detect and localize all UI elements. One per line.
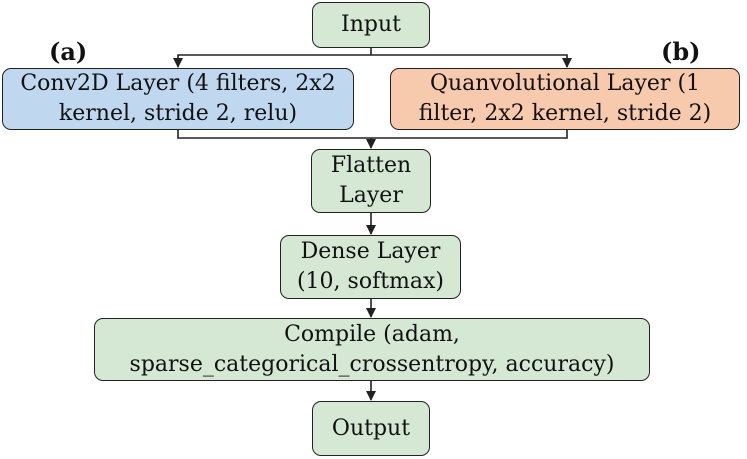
dense-layer-label-line1: Dense Layer — [300, 239, 441, 264]
quanvolutional-layer-label-line2: filter, 2x2 kernel, stride 2) — [418, 101, 712, 126]
output-node: Output — [312, 401, 430, 456]
quanvolutional-layer-label-line1: Quanvolutional Layer (1 — [429, 71, 701, 96]
conv2d-layer-node: Conv2D Layer (4 filters, 2x2 kernel, str… — [2, 68, 354, 130]
quanvolutional-layer-node: Quanvolutional Layer (1 filter, 2x2 kern… — [390, 68, 740, 130]
label-a: (a) — [49, 37, 88, 66]
conv2d-layer-label-line2: kernel, stride 2, relu) — [58, 101, 298, 126]
flatten-layer-label-line2: Layer — [339, 183, 403, 208]
dense-layer-node: Dense Layer (10, softmax) — [280, 235, 461, 299]
quanv-to-merge-line — [371, 130, 568, 139]
conv-to-merge-line — [177, 130, 371, 139]
flatten-layer-label-line1: Flatten — [330, 153, 412, 178]
input-node: Input — [312, 2, 430, 48]
input-node-label: Input — [341, 12, 401, 37]
compile-label-line2: sparse_categorical_crossentropy, accurac… — [129, 351, 615, 377]
compile-node: Compile (adam, sparse_categorical_crosse… — [94, 318, 650, 381]
compile-label-line1: Compile (adam, — [284, 321, 460, 347]
input-split-to-quanv-arrow — [371, 54, 572, 68]
conv2d-layer-label-line1: Conv2D Layer (4 filters, 2x2 — [20, 71, 336, 96]
label-b: (b) — [661, 37, 701, 66]
dense-layer-label-line2: (10, softmax) — [296, 269, 445, 294]
flatten-layer-node: Flatten Layer — [311, 149, 431, 213]
input-split-to-conv-arrow — [173, 54, 371, 68]
output-node-label: Output — [331, 415, 411, 441]
